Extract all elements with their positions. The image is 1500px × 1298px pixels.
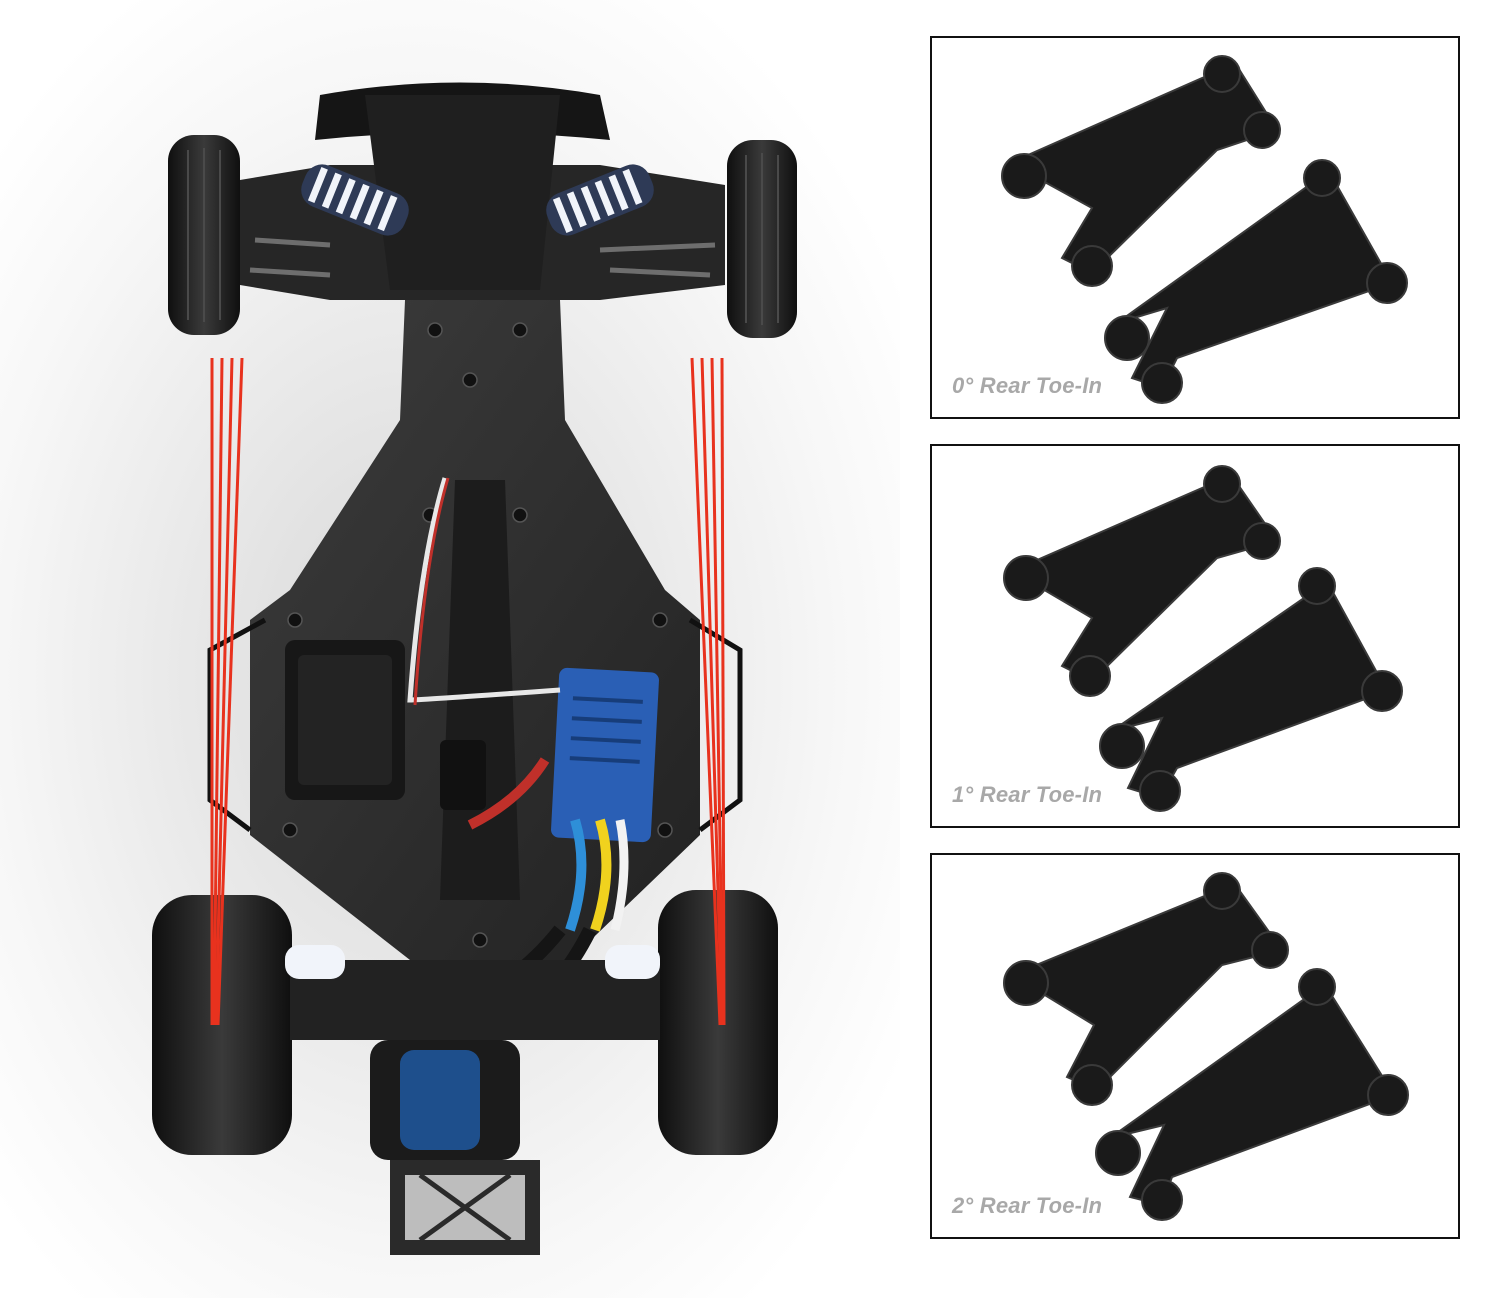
rear-suspension	[290, 960, 660, 1040]
rear-shock-right	[605, 945, 660, 979]
chassis-photo	[0, 0, 900, 1298]
toe-in-panel-2: 2° Rear Toe-In	[930, 853, 1460, 1239]
alignment-lines-right	[690, 357, 726, 1026]
panel-caption: 0° Rear Toe-In	[952, 373, 1103, 398]
front-shock-left	[301, 164, 409, 236]
rear-right-tire	[658, 890, 778, 1155]
toe-in-panel-1: 1° Rear Toe-In	[930, 444, 1460, 828]
alignment-lines-left	[210, 357, 244, 1026]
panel-caption: 1° Rear Toe-In	[952, 782, 1103, 807]
suspension-arms-0	[1001, 55, 1408, 404]
suspension-arms-2	[1003, 872, 1409, 1221]
chassis-illustration	[152, 82, 797, 1255]
toe-in-panel-0: 0° Rear Toe-In	[930, 36, 1460, 419]
esc	[551, 667, 659, 843]
suspension-arms-1	[1003, 465, 1403, 812]
front-shock-right	[546, 164, 654, 236]
rear-left-tire	[152, 895, 292, 1155]
panel-caption: 2° Rear Toe-In	[952, 1193, 1103, 1218]
rear-shock-left	[285, 945, 345, 979]
